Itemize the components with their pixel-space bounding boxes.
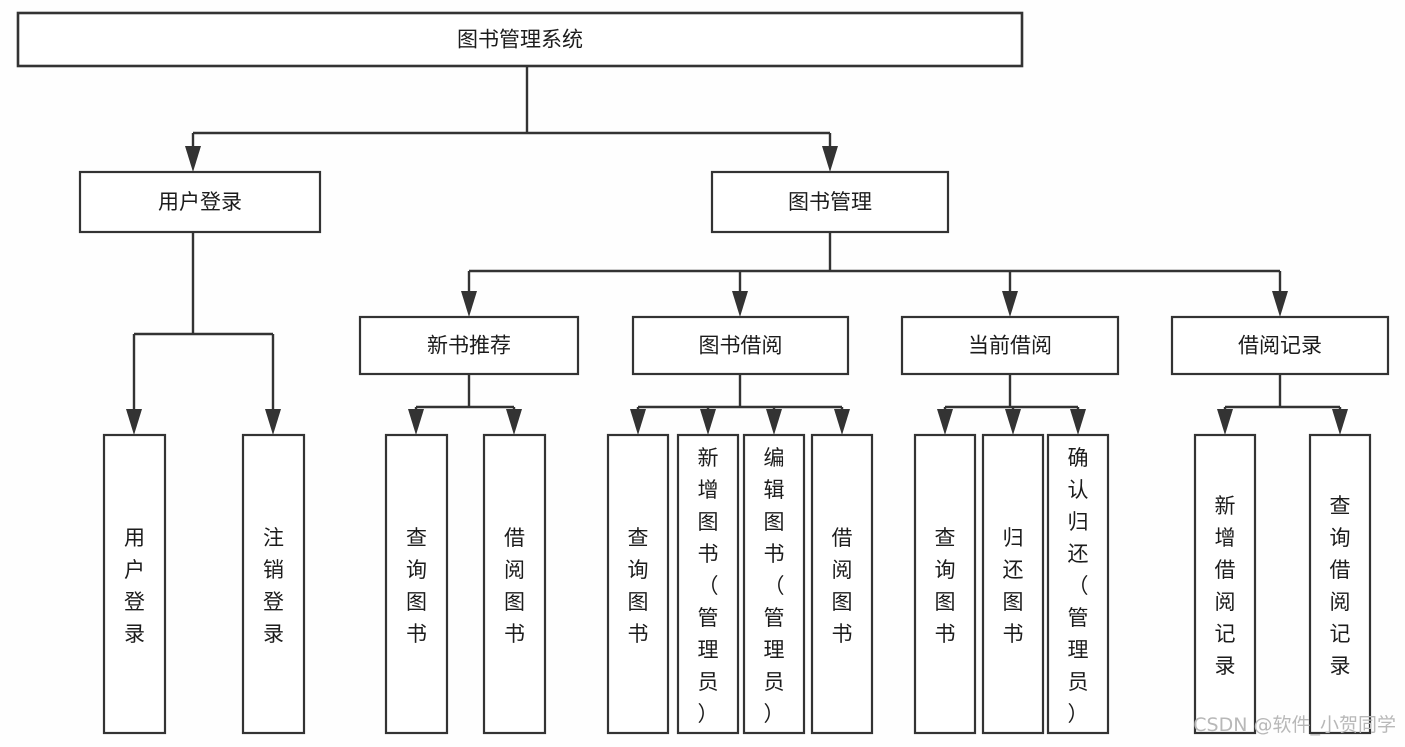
node-leaf-confirm-return[interactable]: 确认归还（管理员） — [1046, 433, 1110, 735]
node-leaf-logout[interactable]: 注销登录 — [241, 433, 306, 735]
csdn-watermark: CSDN @软件_小贺同学 — [1193, 714, 1396, 736]
arrowhead-icon — [1070, 409, 1086, 435]
connector-root-to-level1 — [185, 66, 838, 172]
node-label-leaf-borrow-book-bb: 借阅图书 — [832, 526, 853, 646]
arrowhead-icon — [461, 291, 477, 317]
arrowhead-icon — [1272, 291, 1288, 317]
arrowhead-icon — [937, 409, 953, 435]
node-box-current-borrow[interactable] — [900, 315, 1120, 376]
node-leaf-query-book-nb[interactable]: 查询图书 — [384, 433, 449, 735]
arrowhead-icon — [700, 409, 716, 435]
node-label-leaf-add-book: 新增图书（管理员） — [698, 446, 719, 726]
node-leaf-query-book-bb[interactable]: 查询图书 — [606, 433, 670, 735]
node-leaf-edit-book[interactable]: 编辑图书（管理员） — [742, 433, 806, 735]
node-label-user-login: 用户登录 — [158, 190, 242, 214]
connector-borrow-record-to-leaves — [1217, 374, 1348, 435]
arrowhead-icon — [126, 409, 142, 435]
arrowhead-icon — [265, 409, 281, 435]
arrowhead-icon — [822, 146, 838, 172]
node-new-book-recommend[interactable]: 新书推荐 — [358, 315, 580, 376]
node-label-book-borrow: 图书借阅 — [699, 334, 783, 358]
node-label-leaf-query-book-nb: 查询图书 — [406, 526, 427, 646]
node-layer: 图书管理系统用户登录图书管理新书推荐图书借阅当前借阅借阅记录用户登录注销登录查询… — [16, 11, 1390, 735]
node-label-leaf-edit-book: 编辑图书（管理员） — [764, 446, 785, 726]
arrowhead-icon — [834, 409, 850, 435]
node-borrow-record[interactable]: 借阅记录 — [1170, 315, 1390, 376]
node-label-leaf-query-record: 查询借阅记录 — [1330, 494, 1351, 678]
arrowhead-icon — [506, 409, 522, 435]
arrowhead-icon — [408, 409, 424, 435]
node-box-leaf-add-record[interactable] — [1193, 433, 1257, 735]
node-box-book-management[interactable] — [710, 170, 950, 234]
arrowhead-icon — [1332, 409, 1348, 435]
node-box-leaf-borrow-book-bb[interactable] — [810, 433, 874, 735]
node-box-book-borrow[interactable] — [631, 315, 850, 376]
node-box-leaf-query-book-nb[interactable] — [384, 433, 449, 735]
node-label-current-borrow: 当前借阅 — [968, 334, 1052, 358]
node-label-leaf-query-book-cb: 查询图书 — [935, 526, 956, 646]
node-box-leaf-query-record[interactable] — [1308, 433, 1372, 735]
connector-layer — [126, 66, 1348, 435]
node-label-new-book-recommend: 新书推荐 — [427, 334, 511, 358]
node-leaf-return-book[interactable]: 归还图书 — [981, 433, 1045, 735]
node-box-leaf-borrow-book-nb[interactable] — [482, 433, 547, 735]
node-box-leaf-return-book[interactable] — [981, 433, 1045, 735]
node-user-login[interactable]: 用户登录 — [78, 170, 322, 234]
arrowhead-icon — [766, 409, 782, 435]
node-label-book-management: 图书管理 — [788, 190, 872, 214]
node-label-leaf-query-book-bb: 查询图书 — [628, 526, 649, 646]
node-leaf-add-book[interactable]: 新增图书（管理员） — [676, 433, 740, 735]
arrowhead-icon — [1217, 409, 1233, 435]
node-box-leaf-add-book[interactable] — [676, 433, 740, 735]
node-book-borrow[interactable]: 图书借阅 — [631, 315, 850, 376]
node-box-leaf-edit-book[interactable] — [742, 433, 806, 735]
node-leaf-borrow-book-nb[interactable]: 借阅图书 — [482, 433, 547, 735]
node-box-leaf-logout[interactable] — [241, 433, 306, 735]
node-leaf-add-record[interactable]: 新增借阅记录 — [1193, 433, 1257, 735]
node-label-root: 图书管理系统 — [457, 28, 583, 52]
connector-book-borrow-to-leaves — [630, 374, 850, 435]
node-leaf-user-login[interactable]: 用户登录 — [102, 433, 167, 735]
node-label-borrow-record: 借阅记录 — [1238, 334, 1322, 358]
node-label-leaf-borrow-book-nb: 借阅图书 — [504, 526, 525, 646]
node-label-leaf-add-record: 新增借阅记录 — [1215, 494, 1236, 678]
node-leaf-borrow-book-bb[interactable]: 借阅图书 — [810, 433, 874, 735]
node-leaf-query-record[interactable]: 查询借阅记录 — [1308, 433, 1372, 735]
node-label-leaf-return-book: 归还图书 — [1003, 526, 1024, 646]
node-box-new-book-recommend[interactable] — [358, 315, 580, 376]
connector-user-login-to-leaves — [126, 232, 281, 435]
node-label-leaf-confirm-return: 确认归还（管理员） — [1068, 446, 1089, 726]
connector-book-management-to-level2 — [461, 232, 1288, 317]
node-box-leaf-user-login[interactable] — [102, 433, 167, 735]
node-box-borrow-record[interactable] — [1170, 315, 1390, 376]
node-box-user-login[interactable] — [78, 170, 322, 234]
node-root[interactable]: 图书管理系统 — [16, 11, 1024, 68]
arrowhead-icon — [1005, 409, 1021, 435]
arrowhead-icon — [630, 409, 646, 435]
arrowhead-icon — [185, 146, 201, 172]
connector-new-book-recommend-to-leaves — [408, 374, 522, 435]
node-box-leaf-query-book-cb[interactable] — [913, 433, 977, 735]
arrowhead-icon — [1002, 291, 1018, 317]
connector-current-borrow-to-leaves — [937, 374, 1086, 435]
node-leaf-query-book-cb[interactable]: 查询图书 — [913, 433, 977, 735]
node-label-leaf-logout: 注销登录 — [263, 526, 284, 646]
arrowhead-icon — [732, 291, 748, 317]
node-label-leaf-user-login: 用户登录 — [124, 526, 145, 646]
node-box-leaf-query-book-bb[interactable] — [606, 433, 670, 735]
node-book-management[interactable]: 图书管理 — [710, 170, 950, 234]
node-box-root[interactable] — [16, 11, 1024, 68]
node-current-borrow[interactable]: 当前借阅 — [900, 315, 1120, 376]
node-box-leaf-confirm-return[interactable] — [1046, 433, 1110, 735]
